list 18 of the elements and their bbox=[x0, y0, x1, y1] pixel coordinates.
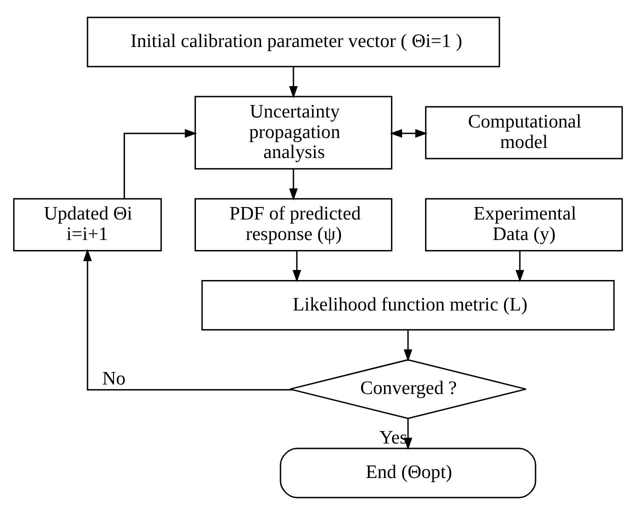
arrow bbox=[390, 129, 428, 138]
node-box: Computational model bbox=[425, 106, 623, 160]
arrow bbox=[289, 66, 298, 98]
node-box: End (Θopt) bbox=[280, 448, 536, 498]
node-box: Likelihood function metric (L) bbox=[201, 280, 615, 330]
arrow bbox=[292, 251, 302, 282]
node-box: PDF of predicted response (ψ) bbox=[194, 198, 392, 252]
arrow bbox=[124, 129, 198, 199]
arrow bbox=[516, 251, 524, 282]
node-box: Experimental Data (y) bbox=[425, 198, 623, 252]
node-diamond: Converged ? bbox=[289, 359, 527, 420]
arrow bbox=[404, 330, 412, 362]
node-box: Uncertainty propagation analysis bbox=[194, 96, 392, 170]
arrow bbox=[289, 169, 298, 201]
arrow bbox=[83, 248, 293, 390]
node-box: Updated Θi i=i+1 bbox=[13, 198, 162, 252]
node-box: Initial calibration parameter vector ( Θi=1 ) bbox=[86, 16, 500, 68]
edge-label: No bbox=[102, 368, 126, 390]
